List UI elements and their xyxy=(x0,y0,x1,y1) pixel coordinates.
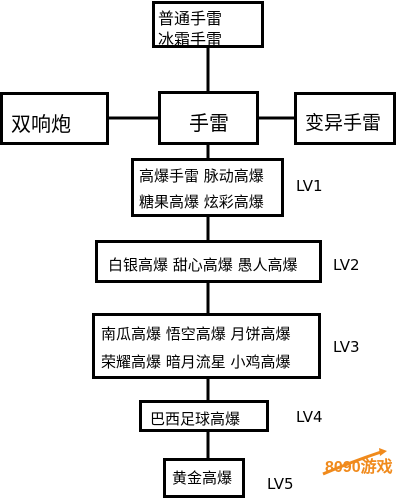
node-lv4-line1: 巴西足球高爆 xyxy=(150,410,241,428)
node-left-label: 双响炮 xyxy=(11,112,71,136)
node-left: 双响炮 xyxy=(0,92,109,145)
node-lv2-line1: 白银高爆 甜心高爆 愚人高爆 xyxy=(108,256,298,274)
node-right-label: 变异手雷 xyxy=(305,112,382,134)
node-lv1-line1: 高爆手雷 脉动高爆 xyxy=(139,167,264,185)
level-label-lv4: LV4 xyxy=(296,408,323,426)
level-label-lv3: LV3 xyxy=(333,338,360,356)
node-center: 手雷 xyxy=(158,91,259,145)
node-top-line1: 普通手雷 xyxy=(158,9,223,28)
node-lv1: 高爆手雷 脉动高爆 糖果高爆 炫彩高爆 xyxy=(131,158,284,217)
node-top: 普通手雷 冰霜手雷 xyxy=(152,1,264,49)
site-logo-watermark: 8090游戏 xyxy=(322,448,393,476)
node-lv5-line1: 黄金高爆 xyxy=(172,469,233,487)
node-lv3: 南瓜高爆 悟空高爆 月饼高爆 荣耀高爆 暗月流星 小鸡高爆 xyxy=(92,313,321,379)
node-lv3-line1: 南瓜高爆 悟空高爆 月饼高爆 xyxy=(101,325,291,343)
node-lv3-line2: 荣耀高爆 暗月流星 小鸡高爆 xyxy=(101,353,291,371)
connector-lines xyxy=(107,47,297,460)
node-top-line2: 冰霜手雷 xyxy=(158,30,223,49)
node-lv2: 白银高爆 甜心高爆 愚人高爆 xyxy=(95,240,322,283)
node-lv1-line2: 糖果高爆 炫彩高爆 xyxy=(139,193,264,211)
node-center-label: 手雷 xyxy=(189,111,229,135)
node-right: 变异手雷 xyxy=(294,92,396,145)
level-label-lv5: LV5 xyxy=(267,475,294,493)
logo-text: 8090游戏 xyxy=(325,457,393,476)
level-label-lv2: LV2 xyxy=(333,256,360,274)
level-label-lv1: LV1 xyxy=(296,177,323,195)
node-lv4: 巴西足球高爆 xyxy=(139,400,269,432)
node-lv5: 黄金高爆 xyxy=(163,458,245,498)
